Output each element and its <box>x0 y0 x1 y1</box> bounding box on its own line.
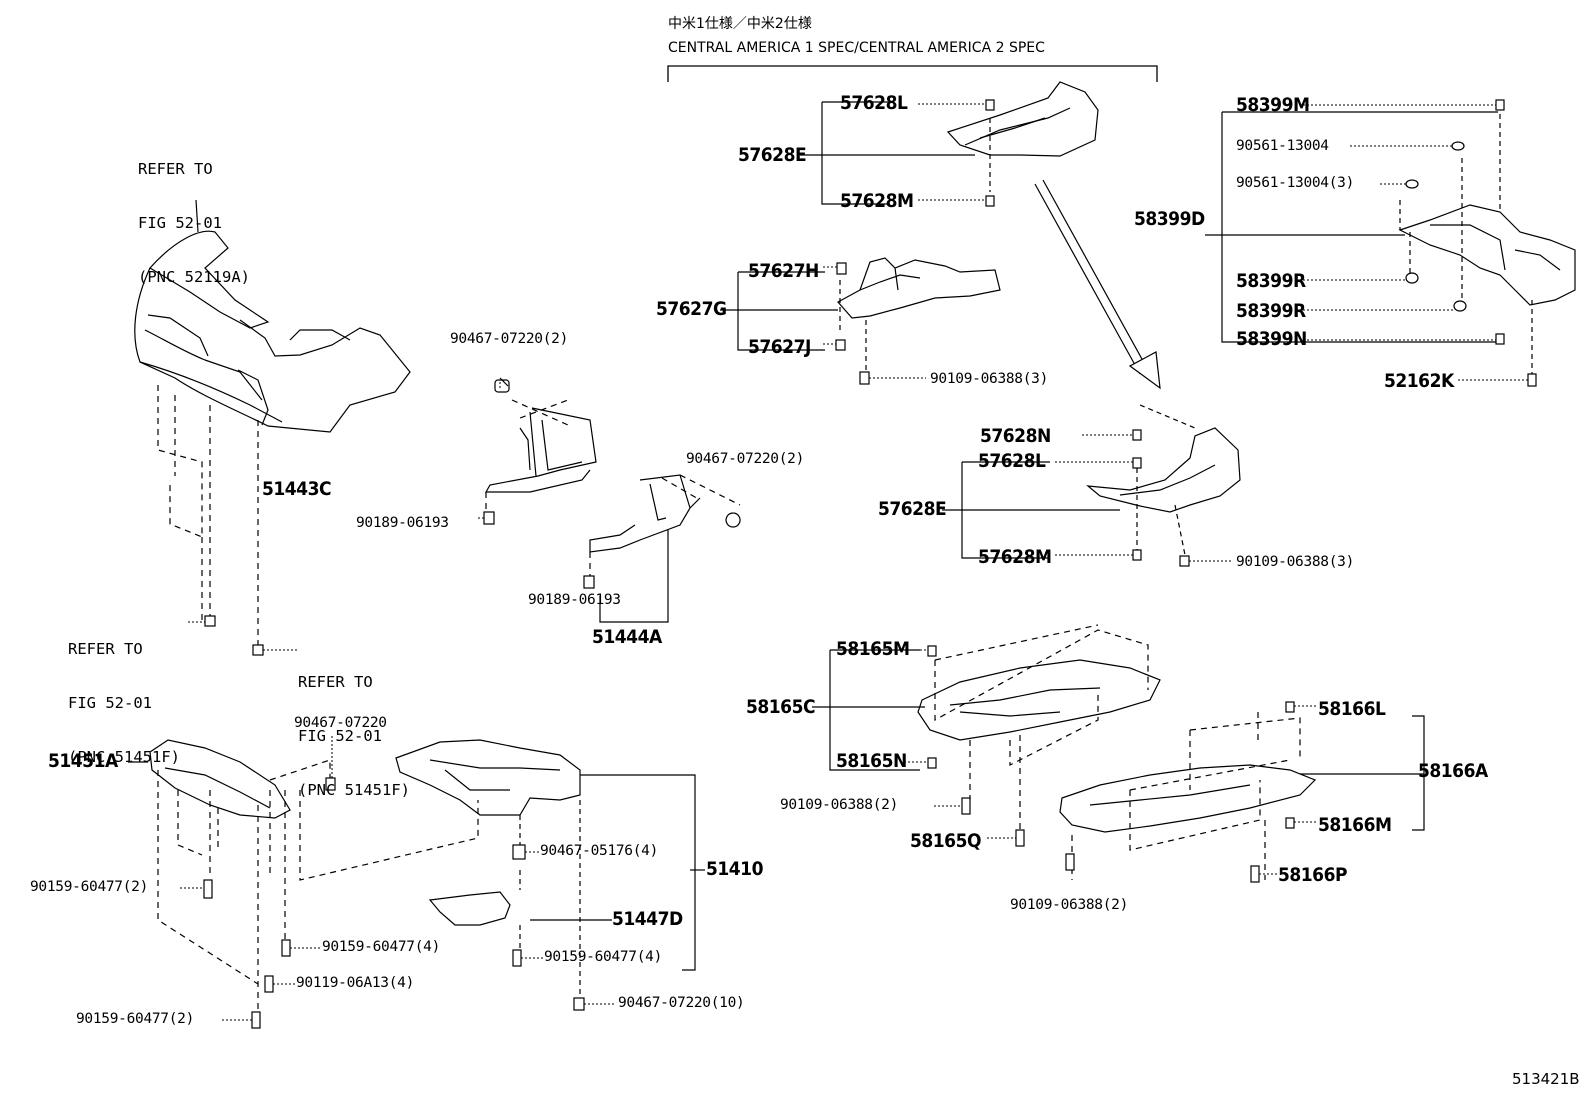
note-line: FIG 52-01 <box>68 694 152 712</box>
part-label[interactable]: 57628L <box>978 450 1046 472</box>
note-line: REFER TO <box>68 640 143 658</box>
note-line: (PNC 51451F) <box>298 781 410 799</box>
front-bumper-illustration <box>134 199 411 433</box>
part-label[interactable]: 51410 <box>706 858 763 880</box>
left-reference-note: REFER TO FIG 52-01 (PNC 51451F) <box>68 604 180 784</box>
note-line: REFER TO <box>298 673 373 691</box>
part-label[interactable]: 90467-07220(10) <box>618 995 745 1011</box>
spec-header-jp: 中米1仕様／中米2仕様 <box>668 16 812 32</box>
part-label[interactable]: 90119-06A13(4) <box>296 975 415 991</box>
part-label[interactable]: 90159-60477(4) <box>322 939 441 955</box>
spec-bracket <box>667 65 1158 82</box>
part-label[interactable]: 57627G <box>656 298 727 320</box>
part-label[interactable]: 90467-07220 <box>294 715 387 731</box>
part-label[interactable]: 52162K <box>1384 370 1454 392</box>
part-label[interactable]: 90109-06388(3) <box>1236 554 1355 570</box>
bolt-icon <box>203 99 1537 1029</box>
part-label[interactable]: 51443C <box>262 478 332 500</box>
part-label[interactable]: 58399D <box>1134 208 1205 230</box>
part-label[interactable]: 58166L <box>1318 698 1386 720</box>
part-51443C-illustration <box>484 377 597 493</box>
part-label[interactable]: 90109-06388(2) <box>1010 897 1129 913</box>
part-51451A-illustration <box>149 739 291 819</box>
note-line: FIG 52-01 <box>298 727 382 745</box>
part-label[interactable]: 58399R <box>1236 270 1306 292</box>
spec-header-en: CENTRAL AMERICA 1 SPEC/CENTRAL AMERICA 2… <box>668 40 1045 56</box>
part-58165C-illustration <box>917 659 1161 741</box>
part-label[interactable]: 90561-13004 <box>1236 138 1329 154</box>
note-line: FIG 52-01 <box>138 214 222 232</box>
part-label[interactable]: 58399M <box>1236 94 1310 116</box>
note-line: (PNC 51451F) <box>68 748 180 766</box>
part-label[interactable]: 57627J <box>748 336 811 358</box>
part-label[interactable]: 57628E <box>878 498 947 520</box>
part-label[interactable]: 58399N <box>1236 328 1307 350</box>
part-label[interactable]: 58399R <box>1236 300 1306 322</box>
part-51410-illustration <box>395 739 581 816</box>
part-label[interactable]: 57628L <box>840 92 908 114</box>
right-reference-note: REFER TO FIG 52-01 (PNC 51451F) <box>298 637 410 817</box>
part-label[interactable]: 90467-07220(2) <box>686 451 805 467</box>
part-57627G-illustration <box>837 257 1001 319</box>
note-line: (PNC 52119A) <box>138 268 250 286</box>
part-57628E-top-illustration <box>946 81 1099 157</box>
part-label[interactable]: 90159-60477(2) <box>30 879 149 895</box>
leader-dots <box>180 103 1528 1021</box>
part-label[interactable]: 58165N <box>836 750 907 772</box>
part-58166A-illustration <box>1059 764 1317 833</box>
part-label[interactable]: 51444A <box>592 626 662 648</box>
part-label[interactable]: 51447D <box>612 908 683 930</box>
part-label[interactable]: 58165M <box>836 638 910 660</box>
part-label[interactable]: 57628M <box>978 546 1052 568</box>
part-label[interactable]: 90159-60477(4) <box>544 949 663 965</box>
note-line: REFER TO <box>138 160 213 178</box>
part-label[interactable]: 90189-06193 <box>528 592 621 608</box>
part-label[interactable]: 57628E <box>738 144 807 166</box>
part-label[interactable]: 58165C <box>746 696 816 718</box>
part-51447D-illustration <box>428 891 511 926</box>
part-label[interactable]: 90109-06388(3) <box>930 371 1049 387</box>
part-label[interactable]: 90561-13004(3) <box>1236 175 1355 191</box>
part-label[interactable]: 57628N <box>980 425 1051 447</box>
part-label[interactable]: 90189-06193 <box>356 515 449 531</box>
part-label[interactable]: 58166A <box>1418 760 1488 782</box>
part-label[interactable]: 90109-06388(2) <box>780 797 899 813</box>
part-label[interactable]: 90467-07220(2) <box>450 331 569 347</box>
part-57628E-lower-illustration <box>1086 427 1241 513</box>
part-label[interactable]: 90159-60477(2) <box>76 1011 195 1027</box>
part-label[interactable]: 58166P <box>1278 864 1348 886</box>
part-58399D-illustration <box>1398 204 1576 306</box>
bumper-dashed-lines <box>157 385 259 650</box>
arrow-icon <box>1034 179 1161 390</box>
part-label[interactable]: 58165Q <box>910 830 982 852</box>
figure-id: 513421B <box>1512 1070 1580 1088</box>
part-label[interactable]: 58166M <box>1318 814 1392 836</box>
part-label[interactable]: 57627H <box>748 260 819 282</box>
bumper-reference-note: REFER TO FIG 52-01 (PNC 52119A) <box>138 124 250 304</box>
part-label[interactable]: 51451A <box>48 750 118 772</box>
part-label[interactable]: 57628M <box>840 190 914 212</box>
part-label[interactable]: 90467-05176(4) <box>540 843 659 859</box>
